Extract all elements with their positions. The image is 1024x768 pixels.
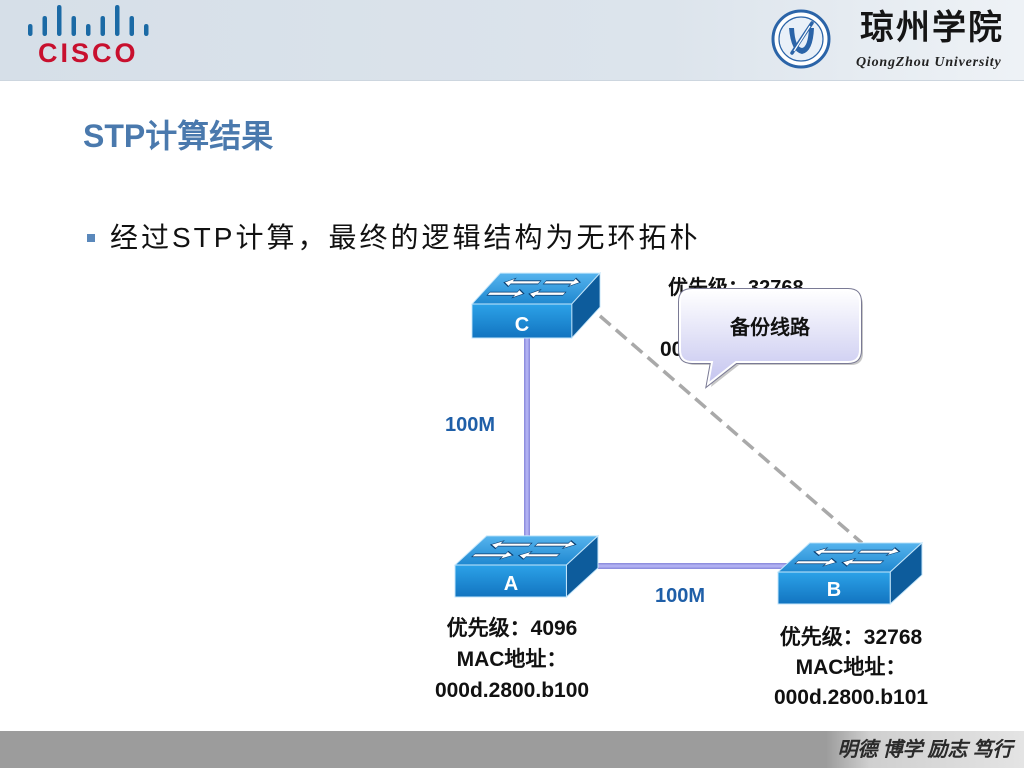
school-emblem-icon [771,9,831,69]
cisco-logo-icon [28,5,149,36]
header-band [0,0,1024,81]
bullet-text: 经过STP计算，最终的逻辑结构为无环拓朴 [110,222,701,253]
footer-motto-panel [826,731,1024,768]
logo-bar [57,5,62,36]
link-c-a-bandwidth: 100M [445,414,496,436]
logo-bar [71,16,76,36]
switch-c-mac-partial: 00 [660,338,684,361]
callout-text: 备份线路 [730,317,810,339]
footer-motto: 明德 博学 励志 笃行 [837,739,1013,761]
switch-b-priority: 优先级：32768 [779,626,923,649]
logo-bar [129,16,134,36]
callout-bubble [679,289,861,387]
switch-b-mac: 000d.2800.b101 [773,686,929,709]
slide-title: STP计算结果 [83,118,274,154]
switch-b-mac-label: MAC地址： [795,656,907,679]
bullet-square-icon [87,234,95,242]
logo-bar [115,5,120,36]
switch-a-label: A [503,573,519,595]
brand-logo-text: CISCO [38,38,139,68]
switch-a-mac-label: MAC地址： [456,648,568,671]
switch-c-label: C [514,314,530,336]
logo-bar [144,24,149,36]
link-a-b-bandwidth: 100M [655,585,706,607]
switch-b-label: B [826,579,842,601]
switch-a-priority: 优先级：4096 [446,617,578,640]
school-name-english: QiongZhou University [856,55,1002,70]
logo-bar [86,24,91,36]
logo-bar [100,16,105,36]
logo-bar [28,24,33,36]
logo-bar [42,16,47,36]
link-c-b-backup [598,314,864,545]
switch-a-mac: 000d.2800.b100 [434,679,590,702]
school-name: 琼州学院 [860,10,1004,47]
